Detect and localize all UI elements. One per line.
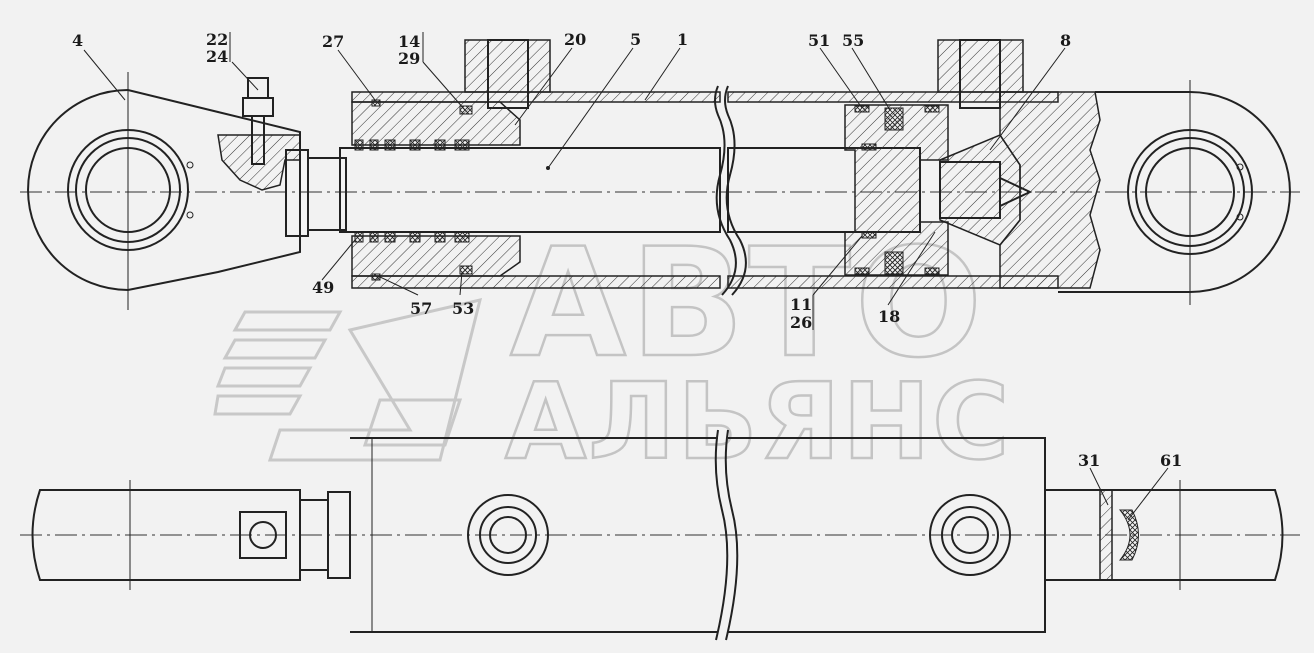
- label-22: 22: [206, 30, 228, 49]
- label-5: 5: [630, 30, 641, 49]
- leader-lines: [83, 32, 1169, 521]
- watermark-line-2: АЛЬЯНС: [505, 361, 1011, 483]
- label-4: 4: [72, 31, 83, 50]
- label-14: 14: [398, 32, 420, 51]
- ports: [464, 39, 1024, 109]
- label-61: 61: [1160, 451, 1182, 470]
- cylinder-tube: [351, 85, 1059, 296]
- label-27: 27: [322, 32, 344, 51]
- label-26: 26: [790, 313, 812, 332]
- label-49: 49: [312, 278, 334, 297]
- label-8: 8: [1060, 31, 1071, 50]
- exterior-view: [20, 429, 1300, 641]
- watermark-logo-icon: [213, 297, 483, 462]
- label-11: 11: [790, 295, 812, 314]
- label-24: 24: [206, 47, 228, 66]
- label-57: 57: [410, 299, 432, 318]
- right-end-cap: [999, 80, 1291, 305]
- part-labels: 4 22 24 27 14 29 20 5 1 51 55 8 49 57 53…: [72, 30, 1182, 470]
- label-29: 29: [398, 49, 420, 68]
- gland: [351, 99, 521, 281]
- label-53: 53: [452, 299, 474, 318]
- label-20: 20: [564, 30, 586, 49]
- piston: [844, 104, 949, 276]
- left-rod-eye: [27, 72, 347, 310]
- label-18: 18: [878, 307, 900, 326]
- label-55: 55: [842, 31, 864, 50]
- label-51: 51: [808, 31, 830, 50]
- section-view: [20, 39, 1300, 310]
- lock-bolt: [242, 77, 274, 165]
- watermark: АВТО АЛЬЯНС: [213, 216, 1011, 484]
- label-1: 1: [677, 30, 688, 49]
- label-31: 31: [1078, 451, 1100, 470]
